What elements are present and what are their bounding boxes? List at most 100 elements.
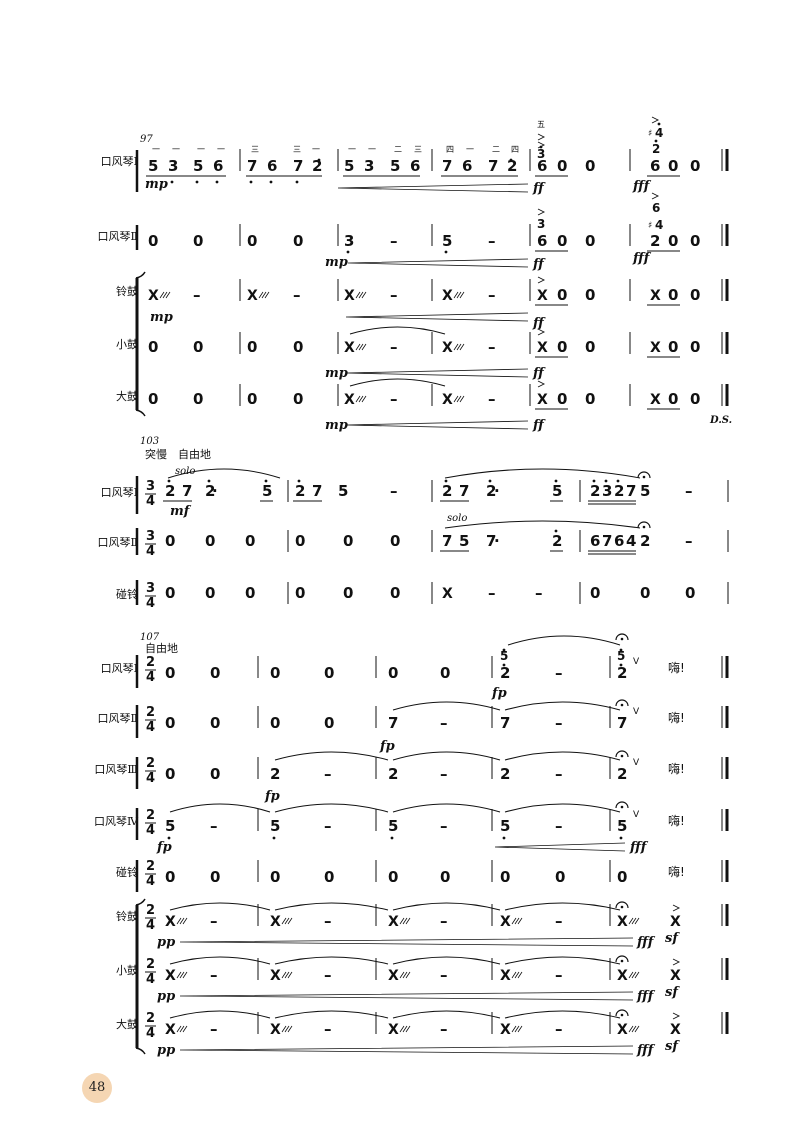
dash: – xyxy=(324,912,332,930)
rest: 0 xyxy=(585,157,595,175)
crescendo-hairpin xyxy=(179,1045,634,1055)
fermata-dot xyxy=(642,525,646,529)
note: 5 xyxy=(193,157,203,175)
drum-hit: X xyxy=(442,288,453,304)
tremolo-stroke xyxy=(165,291,171,299)
rest: 0 xyxy=(343,584,353,602)
tie-slur xyxy=(504,956,621,965)
tremolo-stroke xyxy=(355,291,361,299)
dash: – xyxy=(685,532,693,550)
rest: 0 xyxy=(690,157,700,175)
fingering-mark: 一 xyxy=(197,145,205,154)
fingering-mark: 四 xyxy=(511,145,519,154)
note: 6 xyxy=(537,232,547,250)
chord-note: 4 xyxy=(655,126,663,140)
bracket-hook-bottom xyxy=(135,1047,146,1055)
rest: 0 xyxy=(205,584,215,602)
dash: – xyxy=(440,966,448,984)
rest: 0 xyxy=(210,714,220,732)
fermata-dot xyxy=(620,703,624,707)
note: 2 xyxy=(205,482,215,500)
note: 7 xyxy=(293,157,303,175)
rest: 0 xyxy=(668,232,678,250)
note: 6 xyxy=(267,157,277,175)
fermata-dot xyxy=(620,959,624,963)
measure-number: 97 xyxy=(140,134,153,145)
instrument-label: 大鼓 xyxy=(116,1017,138,1031)
dynamic-mp: mp xyxy=(150,310,173,325)
note: 7 xyxy=(459,482,469,500)
dynamic-ff: ff xyxy=(532,418,546,433)
instrument-label: 小鼓 xyxy=(116,963,138,977)
rest: 0 xyxy=(247,390,257,408)
chord-note: 3 xyxy=(537,147,545,161)
fermata-mark xyxy=(615,699,629,707)
rest: 0 xyxy=(245,532,255,550)
dash: – xyxy=(440,912,448,930)
dynamic-sf: sf xyxy=(665,931,680,946)
time-signature-bottom: 4 xyxy=(146,972,155,987)
rest: 0 xyxy=(585,232,595,250)
dash: – xyxy=(685,482,693,500)
tie-slur xyxy=(504,902,621,911)
rest: 0 xyxy=(668,338,678,356)
tremolo-stroke xyxy=(514,917,520,925)
accent-mark xyxy=(672,1012,681,1020)
fermata-dot xyxy=(620,754,624,758)
tremolo-stroke xyxy=(176,917,182,925)
note: 2 xyxy=(590,482,600,500)
fingering-mark: 一 xyxy=(312,145,320,154)
tremolo-stroke xyxy=(405,917,411,925)
octave-dot xyxy=(654,139,658,143)
fermata-dot xyxy=(642,475,646,479)
note: 2 xyxy=(165,482,175,500)
octave-dot xyxy=(264,479,268,483)
tie-slur xyxy=(274,902,389,911)
rest: 0 xyxy=(205,532,215,550)
tremolo-stroke xyxy=(399,1025,405,1033)
time-signature-top: 2 xyxy=(146,808,155,823)
tremolo-stroke xyxy=(402,971,408,979)
time-signature-top: 2 xyxy=(146,957,155,972)
time-signature-top: 2 xyxy=(146,655,155,670)
note: 6 xyxy=(213,157,223,175)
note: 5 xyxy=(344,157,354,175)
tie-slur xyxy=(169,803,271,813)
octave-dot xyxy=(207,479,211,483)
tremolo-stroke xyxy=(361,343,367,351)
bracket-hook-top xyxy=(135,898,146,906)
drum-hit: X xyxy=(270,914,281,930)
fingering-mark: 二 xyxy=(492,145,500,154)
dynamic-fff: fff xyxy=(632,251,652,266)
tremolo-stroke xyxy=(402,1025,408,1033)
time-signature-bottom: 4 xyxy=(146,1026,155,1041)
dynamic-fff: fff xyxy=(629,840,649,855)
tremolo-stroke xyxy=(361,395,367,403)
tie-slur xyxy=(274,751,389,761)
note: 7 xyxy=(312,482,322,500)
drum-hit: X xyxy=(670,914,681,930)
drum-hit: X xyxy=(165,914,176,930)
drum-hit: X xyxy=(388,914,399,930)
note: 3 xyxy=(344,232,354,250)
rest: 0 xyxy=(148,390,158,408)
tie-slur xyxy=(274,803,389,813)
fingering-mark: 一 xyxy=(217,145,225,154)
rest: 0 xyxy=(585,390,595,408)
rest: 0 xyxy=(388,868,398,886)
drum-hit: X xyxy=(148,288,159,304)
rest: 0 xyxy=(390,532,400,550)
rest: 0 xyxy=(668,286,678,304)
tie-slur xyxy=(169,1010,271,1019)
octave-dot xyxy=(509,158,513,162)
dash: – xyxy=(488,232,496,250)
time-signature-top: 2 xyxy=(146,1011,155,1026)
tremolo-stroke xyxy=(358,395,364,403)
drum-hit: X xyxy=(537,392,548,408)
rest: 0 xyxy=(324,714,334,732)
note: 2 xyxy=(388,765,398,783)
note: 7 xyxy=(486,532,496,550)
fermata-mark xyxy=(615,750,629,758)
tremolo-stroke xyxy=(453,291,459,299)
fingering-mark: 一 xyxy=(466,145,474,154)
